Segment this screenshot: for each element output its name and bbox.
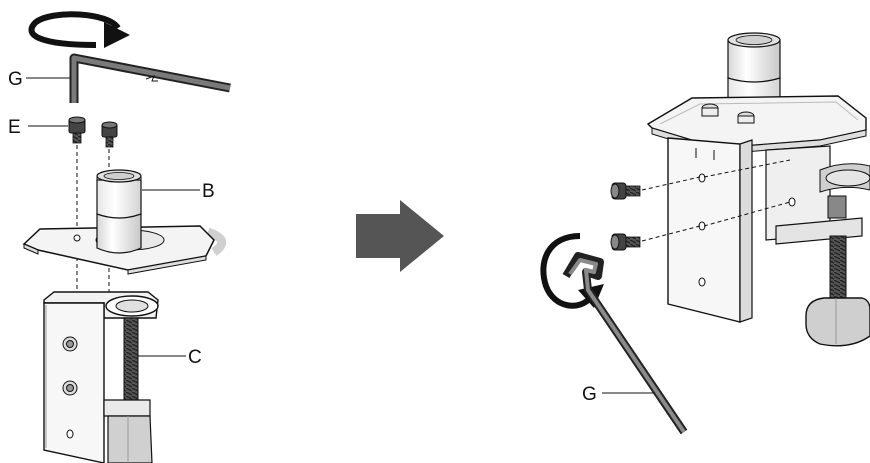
right-arrow-icon (356, 200, 444, 272)
allen-key-g-right (562, 252, 688, 435)
desk-clamp-c (43, 291, 159, 463)
label-e-text: E (8, 117, 21, 138)
label-c-text: C (188, 347, 202, 368)
guide-lines-right (641, 159, 791, 242)
label-e: E (8, 117, 68, 138)
label-c: C (138, 347, 202, 368)
label-b-text: B (202, 181, 215, 202)
allen-key-g-left (69, 53, 231, 103)
label-g-left: G (8, 69, 70, 90)
screw-e-right (101, 121, 118, 148)
label-g-right-text: G (582, 384, 597, 405)
label-g-left-text: G (8, 69, 23, 90)
desk-clamp-mounted (667, 137, 870, 347)
pole-adapter-b (96, 169, 142, 254)
screw-upper-insert (610, 182, 641, 200)
clockwise-rotation-arrow-icon (28, 11, 130, 48)
screw-e-left (68, 116, 86, 144)
label-g-right: G (582, 384, 654, 405)
label-b: B (142, 181, 215, 202)
screw-lower-insert (610, 233, 641, 251)
